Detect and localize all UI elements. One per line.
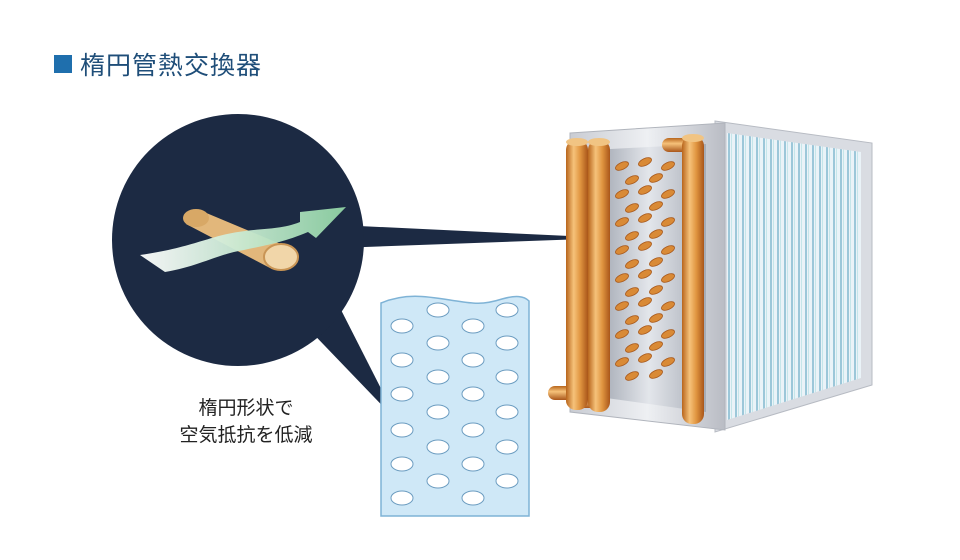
callout-pointer	[338, 225, 612, 248]
caption-line-1: 楕円形状で	[198, 398, 294, 419]
header-pipe-3	[682, 136, 704, 424]
page-title-text: 楕円管熱交換器	[80, 52, 263, 80]
fin-plate	[380, 295, 530, 517]
title-square-icon	[54, 55, 72, 73]
header-pipe-1	[566, 140, 588, 410]
heat-exchanger	[548, 120, 873, 433]
elliptical-tube-rows	[613, 157, 677, 383]
caption-line-2: 空気抵抗を低減	[179, 425, 313, 446]
header-pipe-2	[588, 140, 610, 412]
airflow-arrow-icon	[140, 207, 346, 272]
page-title: 楕円管熱交換器	[54, 46, 262, 82]
caption: 楕円形状で 空気抵抗を低減	[146, 395, 346, 449]
